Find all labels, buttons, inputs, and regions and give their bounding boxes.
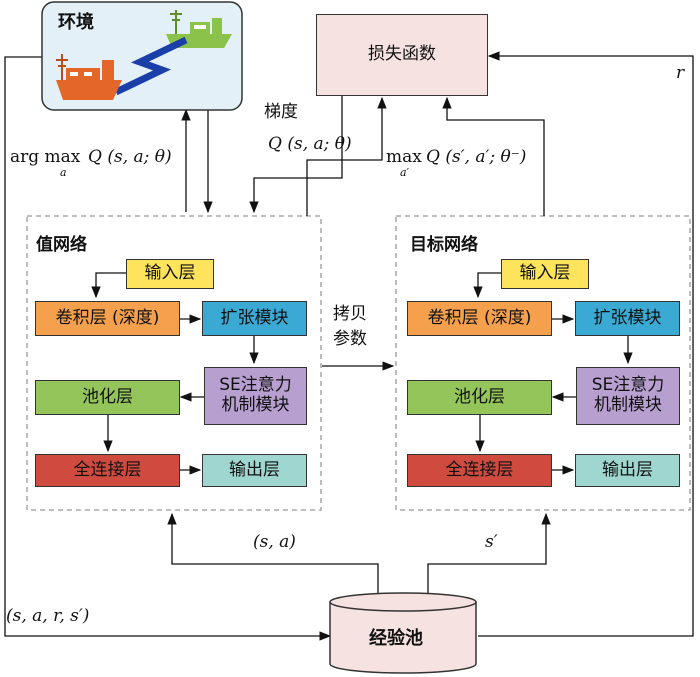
q-value-expression: Q (s, a; θ)	[268, 134, 352, 154]
argmax-q-expression: Q (s, a; θ)	[88, 147, 172, 167]
environment-label: 环境	[58, 12, 94, 33]
reward-label: r	[676, 63, 685, 83]
arrow-replay-to-valuenet	[167, 512, 379, 594]
t-dilation-module: 扩张模块	[575, 301, 680, 336]
replay-pool-label: 经验池	[369, 628, 423, 649]
max-label: max	[386, 147, 422, 167]
t-pooling-layer: 池化层	[407, 380, 552, 415]
gradient-label: 梯度	[264, 102, 298, 122]
t-input-layer: 输入层	[501, 259, 589, 289]
arrow-replay-to-targetnet	[427, 512, 551, 594]
target-q-expression: Q (s′, a′; θ⁻)	[426, 147, 527, 167]
target-network-title: 目标网络	[410, 235, 478, 255]
target-network-panel	[395, 215, 691, 511]
max-subscript: a′	[400, 166, 410, 179]
v-input-layer: 输入层	[126, 259, 214, 289]
value-network-panel	[26, 215, 322, 511]
t-se-attention-module: SE注意力 机制模块	[576, 367, 680, 425]
t-output-layer: 输出层	[575, 454, 680, 487]
v-pooling-layer: 池化层	[35, 380, 180, 415]
v-se-attention-module: SE注意力 机制模块	[204, 367, 307, 425]
loss-function-box: 损失函数	[316, 14, 488, 96]
arrow-targetnet-to-loss	[442, 96, 545, 216]
v-fc-layer: 全连接层	[35, 454, 180, 487]
arrow-v-input-conv	[91, 272, 126, 299]
route-wave-icon	[114, 36, 188, 96]
v-conv-layer: 卷积层 (深度)	[35, 301, 180, 336]
orange-ship-icon	[56, 54, 122, 100]
environment-illustration	[41, 1, 243, 111]
value-network-title: 值网络	[36, 235, 87, 255]
arrow-env-to-replay	[4, 56, 332, 641]
arrow-gradient	[249, 94, 343, 214]
arrow-replay-to-loss	[478, 51, 694, 637]
arrow-valuenet-to-loss	[306, 96, 387, 216]
state-action-label: (s, a)	[253, 532, 296, 552]
copy-params-label: 拷贝 参数	[333, 304, 367, 349]
next-state-label: s′	[485, 532, 498, 552]
argmax-subscript: a	[60, 166, 67, 179]
arrow-t-input-conv	[473, 272, 501, 299]
t-fc-layer: 全连接层	[407, 454, 552, 487]
transition-label: (s, a, r, s′)	[6, 606, 90, 626]
v-output-layer: 输出层	[202, 454, 307, 487]
v-dilation-module: 扩张模块	[202, 301, 307, 336]
replay-cylinder-shape	[329, 592, 477, 674]
t-conv-layer: 卷积层 (深度)	[407, 301, 552, 336]
argmax-label: arg max	[10, 147, 81, 167]
